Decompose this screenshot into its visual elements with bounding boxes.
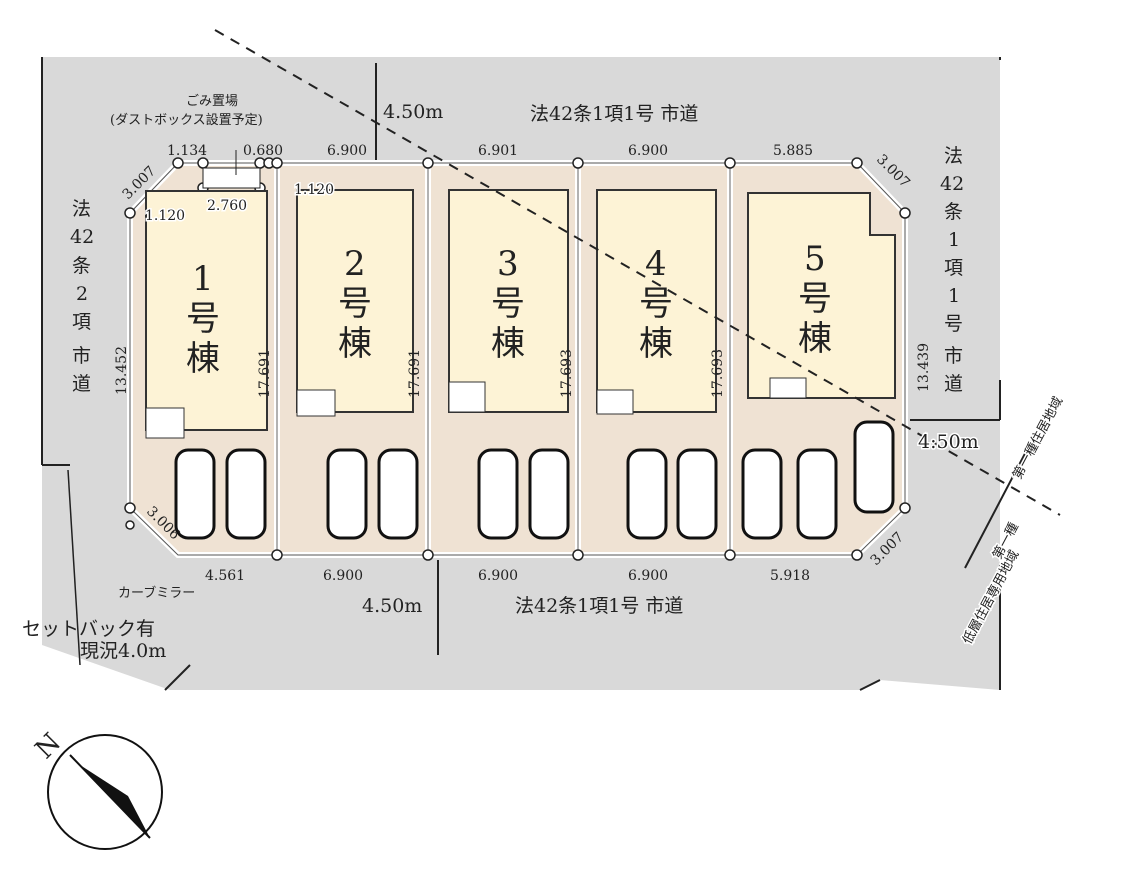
svg-text:市: 市: [944, 345, 963, 367]
zone-boundary-line: [214, 29, 1061, 516]
svg-text:17.691: 17.691: [257, 349, 273, 398]
svg-text:項: 項: [944, 257, 963, 279]
zone-upper-label: 第一種住居地域: [1009, 394, 1066, 482]
svg-text:条: 条: [944, 201, 963, 223]
svg-text:6.901: 6.901: [478, 143, 518, 159]
house-4-label: 4 号 棟: [639, 244, 673, 364]
zone-arrow: [964, 401, 1053, 569]
svg-text:1: 1: [192, 259, 214, 299]
road-width-bottom: 4.50m: [362, 595, 422, 617]
svg-text:道: 道: [72, 373, 91, 395]
road-label-left: 法 42 条 2 項 市 道: [70, 198, 94, 395]
svg-text:1.120: 1.120: [145, 208, 185, 224]
svg-text:17.691: 17.691: [407, 349, 423, 398]
svg-text:1: 1: [948, 285, 960, 307]
parking-cars: [174, 420, 895, 540]
svg-text:法: 法: [72, 198, 91, 220]
svg-text:号: 号: [491, 284, 525, 324]
houses: [145, 189, 896, 431]
road-width-right: 4:50m: [918, 431, 979, 453]
house-3-label: 3 号 棟: [491, 244, 525, 364]
svg-text:法: 法: [944, 145, 963, 167]
svg-text:号: 号: [798, 279, 832, 319]
svg-text:13.452: 13.452: [114, 346, 130, 395]
svg-text:号: 号: [338, 284, 372, 324]
svg-text:17.693: 17.693: [710, 349, 726, 398]
north-compass: N: [30, 728, 163, 850]
boundary-markers: [124, 157, 911, 561]
svg-text:4.561: 4.561: [205, 568, 245, 584]
svg-text:6.900: 6.900: [323, 568, 363, 584]
garbage-label: ごみ置場: [186, 93, 238, 109]
road-label-bottom: 法42条1項1号 市道: [515, 595, 683, 617]
svg-text:棟: 棟: [338, 324, 372, 364]
svg-text:42: 42: [940, 173, 964, 195]
svg-text:市: 市: [72, 345, 91, 367]
svg-text:5.918: 5.918: [770, 568, 810, 584]
svg-text:2: 2: [344, 244, 366, 284]
svg-text:号: 号: [639, 284, 673, 324]
svg-text:6.900: 6.900: [327, 143, 367, 159]
svg-text:棟: 棟: [798, 319, 832, 359]
setback-current-label: 現況4.0m: [80, 640, 166, 662]
house-2-label: 2 号 棟: [338, 244, 372, 364]
svg-text:道: 道: [944, 373, 963, 395]
road-label-right: 法 42 条 1 項 1 号 市 道: [940, 145, 964, 395]
svg-text:6.900: 6.900: [628, 568, 668, 584]
svg-text:条: 条: [72, 255, 91, 277]
house-1-label: 1 号 棟: [186, 259, 220, 379]
road-label-top: 法42条1項1号 市道: [530, 103, 698, 125]
svg-text:1.134: 1.134: [167, 143, 207, 159]
garbage-label-note: (ダストボックス設置予定): [110, 112, 263, 128]
svg-text:棟: 棟: [186, 339, 220, 379]
svg-text:1.120: 1.120: [294, 182, 334, 198]
svg-text:0.680: 0.680: [243, 143, 283, 159]
garbage-area: [202, 167, 261, 189]
svg-text:棟: 棟: [491, 324, 525, 364]
svg-text:4: 4: [645, 244, 667, 284]
setback-label: セットバック有: [22, 618, 155, 640]
svg-text:号: 号: [944, 313, 963, 335]
svg-text:項: 項: [72, 311, 91, 333]
svg-text:2.760: 2.760: [207, 198, 247, 214]
svg-text:1: 1: [948, 229, 960, 251]
svg-text:5.885: 5.885: [773, 143, 813, 159]
svg-text:17.693: 17.693: [559, 349, 575, 398]
curve-mirror-label: カーブミラー: [118, 585, 195, 601]
svg-text:6.900: 6.900: [478, 568, 518, 584]
house-5-label: 5 号 棟: [798, 239, 832, 359]
svg-text:42: 42: [70, 226, 94, 248]
svg-text:5: 5: [804, 239, 826, 279]
svg-text:号: 号: [186, 299, 220, 339]
svg-text:3: 3: [497, 244, 519, 284]
svg-text:棟: 棟: [639, 324, 673, 364]
road-width-top: 4.50m: [383, 101, 443, 123]
svg-text:13.439: 13.439: [916, 343, 932, 392]
svg-text:6.900: 6.900: [628, 143, 668, 159]
svg-text:2: 2: [76, 283, 88, 305]
